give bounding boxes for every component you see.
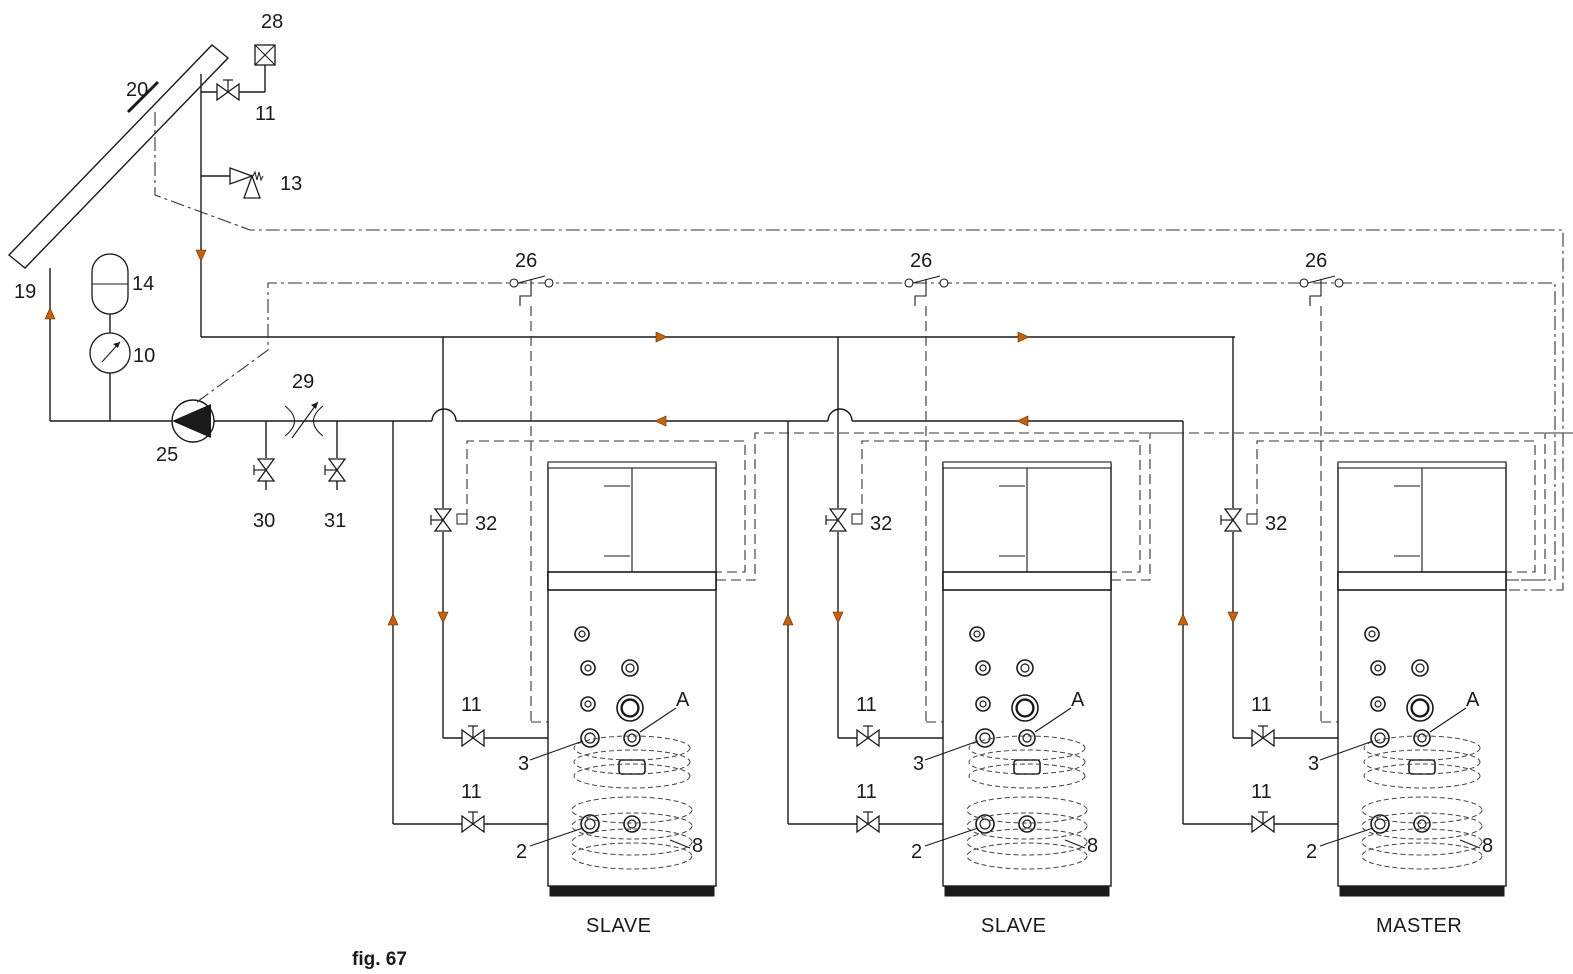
label-unit-role: MASTER xyxy=(1376,915,1462,937)
figure-caption: fig. 67 xyxy=(352,949,407,970)
label-sensor-port: A xyxy=(1071,689,1085,711)
label-pump: 25 xyxy=(156,444,178,466)
upper-valve xyxy=(1251,725,1275,747)
air-vent-valve xyxy=(216,79,240,101)
air-vent xyxy=(254,44,276,66)
label-upper-port: 3 xyxy=(913,753,924,775)
lower-valve xyxy=(461,811,485,833)
collector-sensor xyxy=(126,80,160,114)
flow-regulator xyxy=(284,401,324,439)
label-safety-valve: 13 xyxy=(280,173,302,195)
label-upper-valve: 11 xyxy=(461,694,482,716)
thermostat xyxy=(509,278,519,288)
safety-valve xyxy=(229,167,264,199)
label-air-vent: 28 xyxy=(261,11,283,33)
label-flow-regulator: 29 xyxy=(292,371,314,393)
upper-valve xyxy=(461,725,485,747)
label-drain-valve: 31 xyxy=(324,510,346,532)
expansion-vessel xyxy=(91,253,129,315)
label-upper-port: 3 xyxy=(1308,753,1319,775)
drain-valve xyxy=(324,458,346,482)
label-diverter-valve: 32 xyxy=(475,513,497,535)
label-unit-role: SLAVE xyxy=(586,915,652,937)
label-lower-port: 2 xyxy=(911,841,922,863)
label-lower-valve: 11 xyxy=(1251,781,1272,803)
label-lower-port: 2 xyxy=(1306,841,1317,863)
diverter-valve xyxy=(1220,508,1242,532)
lower-valve xyxy=(856,811,880,833)
circulation-pump xyxy=(171,399,215,443)
label-coil: 8 xyxy=(1087,835,1098,857)
label-upper-valve: 11 xyxy=(856,694,877,716)
label-coil: 8 xyxy=(692,835,703,857)
thermostat xyxy=(904,278,914,288)
label-collector: 19 xyxy=(14,281,36,303)
diverter-valve xyxy=(430,508,452,532)
label-upper-port: 3 xyxy=(518,753,529,775)
pressure-gauge xyxy=(89,332,131,374)
label-expansion-vessel: 14 xyxy=(132,273,154,295)
thermostat xyxy=(1299,278,1309,288)
label-sensor-port: A xyxy=(676,689,690,711)
label-lower-valve: 11 xyxy=(461,781,482,803)
label-diverter-valve: 32 xyxy=(1265,513,1287,535)
label-coil: 8 xyxy=(1482,835,1493,857)
label-thermostat: 26 xyxy=(910,250,932,272)
label-upper-valve: 11 xyxy=(1251,694,1272,716)
label-top-valve: 11 xyxy=(255,103,276,125)
label-pressure-gauge: 10 xyxy=(133,345,155,367)
label-fill-valve: 30 xyxy=(253,510,275,532)
label-thermostat: 26 xyxy=(515,250,537,272)
label-lower-port: 2 xyxy=(516,841,527,863)
label-unit-role: SLAVE xyxy=(981,915,1047,937)
label-collector-sensor: 20 xyxy=(126,79,148,101)
label-diverter-valve: 32 xyxy=(870,513,892,535)
label-sensor-port: A xyxy=(1466,689,1480,711)
fill-valve xyxy=(253,458,275,482)
upper-valve xyxy=(856,725,880,747)
solar-collector xyxy=(7,44,230,269)
label-lower-valve: 11 xyxy=(856,781,877,803)
diverter-valve xyxy=(825,508,847,532)
lower-valve xyxy=(1251,811,1275,833)
label-thermostat: 26 xyxy=(1305,250,1327,272)
